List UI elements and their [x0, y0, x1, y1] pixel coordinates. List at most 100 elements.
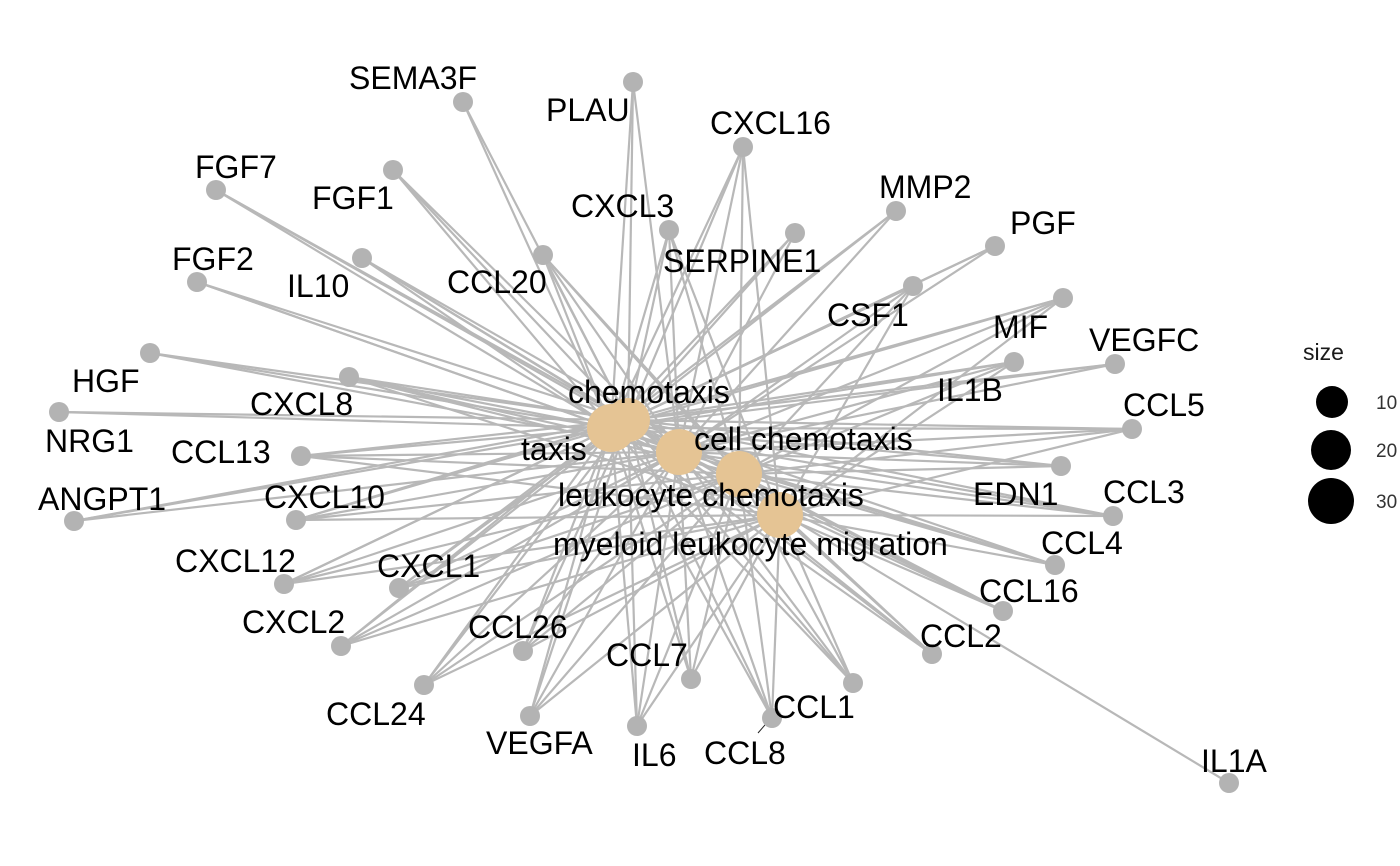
gene-label-angpt1: ANGPT1 [38, 481, 166, 517]
gene-node-ccl1 [843, 673, 863, 693]
gene-label-ccl13: CCL13 [171, 434, 271, 470]
gene-node-mmp2 [886, 201, 906, 221]
gene-label-mmp2: MMP2 [879, 169, 971, 205]
edge-ccl16-myeloid-leukocyte-migration [779, 513, 1004, 613]
gene-node-cxcl3 [659, 220, 679, 240]
gene-node-nrg1 [49, 402, 69, 422]
gene-node-ccl2 [922, 644, 942, 664]
edge-vegfc-taxis [610, 362, 1116, 430]
gene-label-ccl1: CCL1 [773, 689, 855, 725]
gene-node-cxcl10 [286, 510, 306, 530]
edge-fgf1-chemotaxis [392, 169, 629, 421]
edge-mif-taxis [610, 296, 1064, 430]
edge-ccl3-myeloid-leukocyte-migration [779, 513, 1114, 518]
edge-il6-taxis [609, 427, 639, 727]
gene-label-mif: MIF [993, 309, 1048, 345]
edge-hgf-taxis [149, 351, 612, 430]
edge-csf1-leukocyte-chemotaxis [738, 285, 914, 475]
edge-plau-cell-chemotaxis [631, 81, 681, 453]
gene-node-fgf2 [187, 272, 207, 292]
edge-il1b-cell-chemotaxis [678, 360, 1015, 454]
category-label-taxis: taxis [521, 431, 587, 467]
edge-cxcl3-taxis [609, 229, 671, 429]
edge-nrg1-chemotaxis [58, 410, 629, 422]
gene-node-serpine1 [785, 223, 805, 243]
edge-ccl8-taxis [610, 427, 773, 719]
edge-cxcl3-myeloid-leukocyte-migration [667, 229, 782, 516]
edge-cxcl16-myeloid-leukocyte-migration [741, 146, 782, 516]
edge-ccl7-myeloid-leukocyte-migration [690, 514, 781, 680]
edge-ccl5-leukocyte-chemotaxis [738, 427, 1133, 476]
edge-angpt1-taxis [73, 426, 612, 523]
edge-vegfa-cell-chemotaxis [529, 451, 680, 717]
category-label-chemotaxis: chemotaxis [568, 374, 730, 410]
edge-cxcl1-leukocyte-chemotaxis [398, 472, 740, 590]
edge-cxcl1-cell-chemotaxis [398, 451, 680, 589]
edge-fgf2-chemotaxis [196, 280, 629, 422]
edge-ccl1-myeloid-leukocyte-migration [778, 514, 855, 684]
edge-ccl8-chemotaxis [627, 419, 773, 719]
edge-mif-myeloid-leukocyte-migration [779, 297, 1064, 516]
edge-ccl24-chemotaxis [423, 419, 629, 686]
edge-il6-leukocyte-chemotaxis [635, 473, 741, 727]
edge-vegfa-leukocyte-chemotaxis [529, 473, 740, 717]
gene-label-cxcl1: CXCL1 [377, 548, 480, 584]
edge-ccl7-chemotaxis [626, 419, 693, 680]
edge-ccl24-cell-chemotaxis [423, 451, 680, 686]
legend-dot-10 [1316, 386, 1348, 418]
gene-node-sema3f [453, 92, 473, 112]
legend-label-10: 10 [1376, 393, 1397, 414]
edge-ccl24-leukocyte-chemotaxis [423, 473, 740, 686]
gene-node-cxcl16 [733, 137, 753, 157]
edge-nrg1-taxis [58, 410, 612, 430]
edge-ccl20-chemotaxis [542, 254, 629, 421]
gene-label-ccl7: CCL7 [606, 637, 688, 673]
gene-node-il1b [1004, 352, 1024, 372]
edge-cxcl16-taxis [610, 146, 744, 429]
edge-pgf-cell-chemotaxis [678, 245, 996, 453]
edge-csf1-taxis [610, 285, 914, 429]
edge-ccl20-taxis [541, 254, 613, 429]
gene-label-vegfc: VEGFC [1089, 322, 1199, 358]
gene-label-il1b: IL1B [937, 372, 1003, 408]
legend-dot-30 [1308, 478, 1354, 524]
edge-cxcl2-leukocyte-chemotaxis [340, 472, 740, 648]
edge-vegfa-taxis [528, 427, 613, 717]
gene-label-pgf: PGF [1010, 205, 1076, 241]
edge-cxcl16-chemotaxis [626, 146, 745, 421]
edge-il1b-myeloid-leukocyte-migration [779, 361, 1015, 516]
edge-angpt1-cell-chemotaxis [73, 450, 680, 523]
edge-cxcl12-myeloid-leukocyte-migration [283, 513, 781, 586]
gene-node-cxcl12 [274, 574, 294, 594]
gene-label-ccl26: CCL26 [468, 609, 568, 645]
category-node-leukocyte-chemotaxis [716, 451, 762, 497]
edge-il6-chemotaxis [626, 419, 639, 727]
edge-ccl24-taxis [423, 427, 612, 686]
gene-label-vegfa: VEGFA [486, 725, 593, 761]
gene-label-plau: PLAU [546, 92, 630, 128]
edge-sema3f-taxis [461, 101, 613, 429]
gene-node-il6 [627, 716, 647, 736]
gene-node-edn1 [1051, 456, 1071, 476]
gene-node-ccl4 [1045, 555, 1065, 575]
edge-cxcl16-leukocyte-chemotaxis [737, 146, 745, 475]
edge-csf1-myeloid-leukocyte-migration [779, 285, 914, 516]
edge-cxcl2-myeloid-leukocyte-migration [340, 513, 781, 648]
gene-label-cxcl8: CXCL8 [250, 386, 353, 422]
gene-label-il1a: IL1A [1201, 743, 1267, 779]
gene-node-csf1 [903, 276, 923, 296]
gene-label-cxcl10: CXCL10 [264, 479, 385, 515]
edge-il10-taxis [361, 257, 612, 429]
gene-node-pgf [985, 236, 1005, 256]
edge-mif-leukocyte-chemotaxis [738, 297, 1064, 475]
edge-ccl8-cell-chemotaxis [677, 451, 774, 719]
edge-ccl13-leukocyte-chemotaxis [300, 454, 740, 476]
category-label-leukocyte-chemotaxis: leukocyte chemotaxis [558, 477, 864, 513]
gene-label-cxcl16: CXCL16 [710, 105, 831, 141]
gene-node-ccl5 [1122, 419, 1142, 439]
edge-serpine1-taxis [610, 232, 796, 429]
edge-ccl26-cell-chemotaxis [522, 451, 680, 652]
gene-node-hgf [140, 343, 160, 363]
edge-ccl1-cell-chemotaxis [678, 451, 854, 684]
